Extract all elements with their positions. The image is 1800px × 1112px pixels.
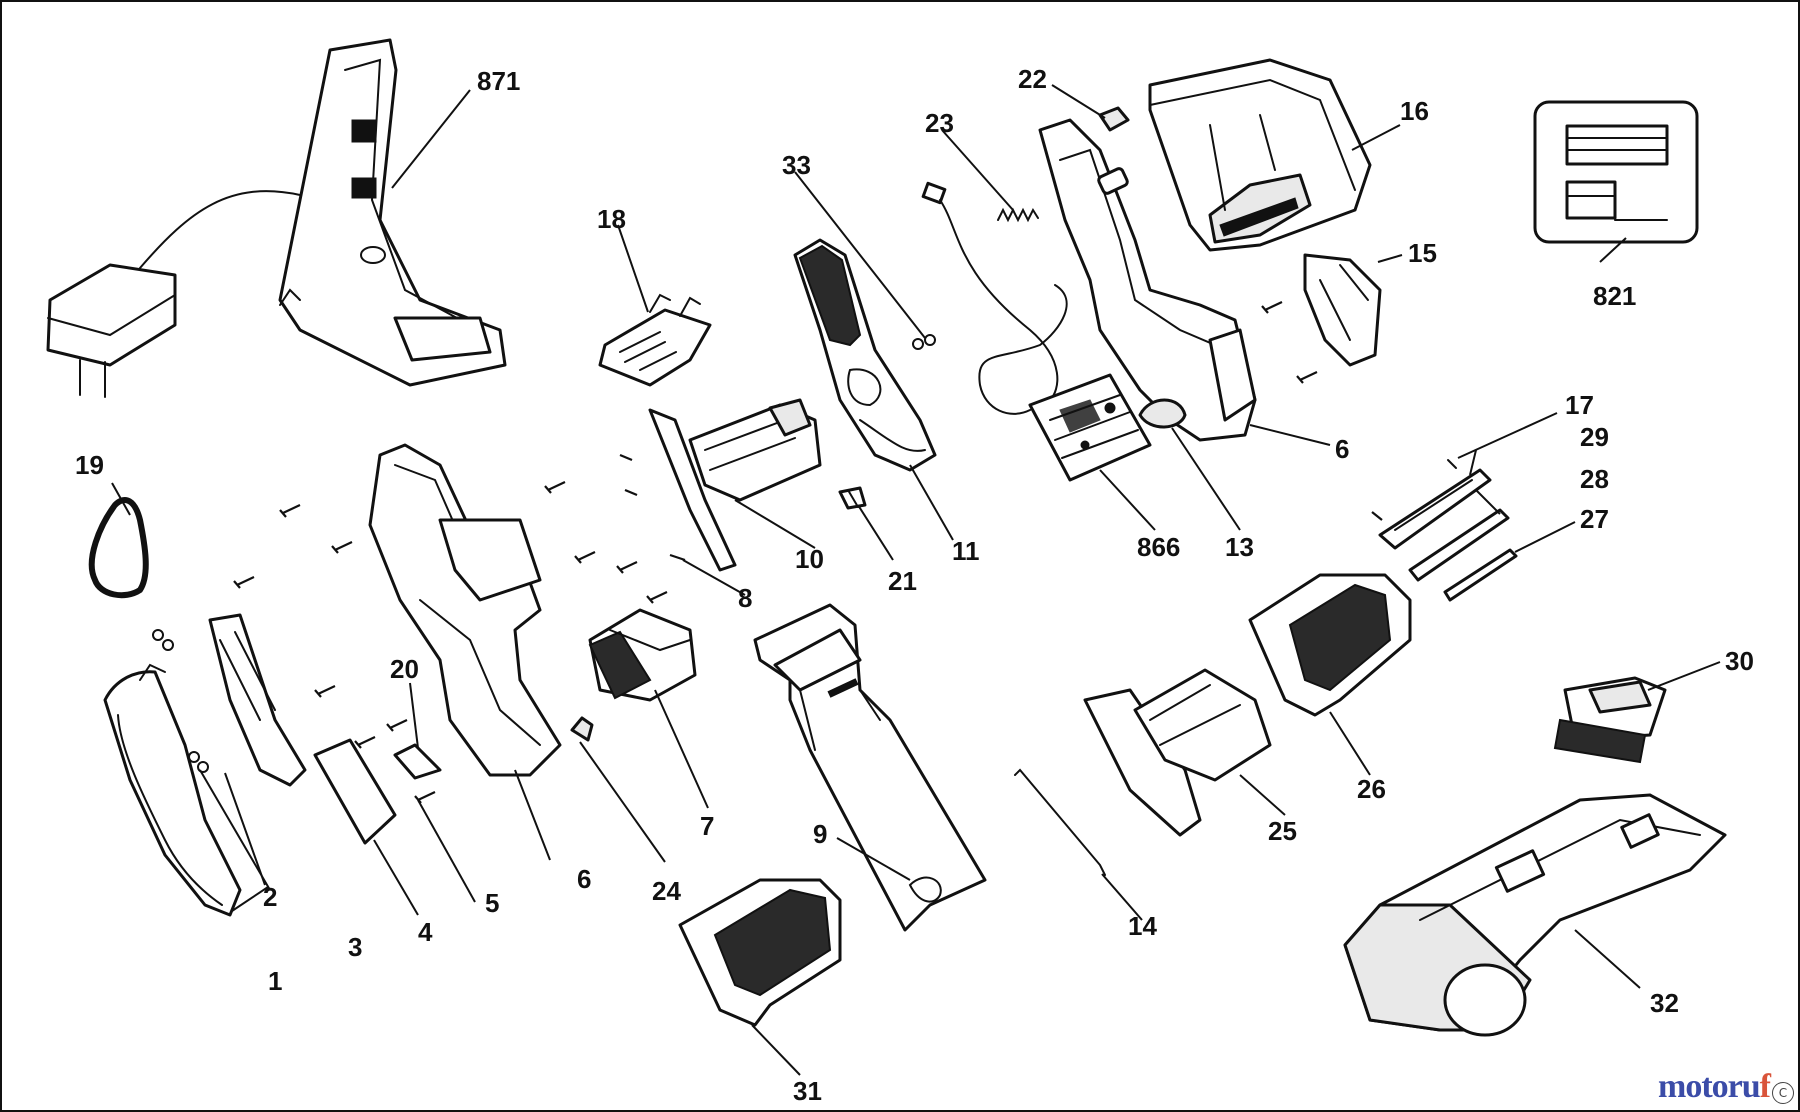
callout-11: 11 [952, 536, 980, 566]
part-spring-23[interactable] [997, 207, 1039, 223]
part-charging-stand-871[interactable] [278, 38, 507, 387]
callout-20: 20 [390, 654, 419, 684]
callout-15: 15 [1408, 238, 1437, 268]
callout-25: 25 [1268, 816, 1297, 846]
callout-866: 866 [1137, 532, 1180, 562]
callout-2: 2 [263, 882, 277, 912]
part-ring-19[interactable] [88, 497, 149, 599]
callout-22: 22 [1018, 64, 1047, 94]
callout-3: 3 [348, 932, 362, 962]
callout-18: 18 [597, 204, 626, 234]
callout-14: 14 [1128, 911, 1157, 941]
part-screws[interactable] [233, 301, 1318, 804]
callout-labels: 871 18 33 23 22 16 821 15 19 17 29 28 27… [75, 64, 1754, 1106]
part-motor-bracket-10[interactable] [648, 398, 822, 572]
part-battery-4[interactable] [313, 738, 397, 845]
part-floor-head-32[interactable] [1343, 793, 1727, 1037]
callout-6-upper: 6 [1335, 434, 1349, 464]
part-charger-adapter[interactable] [46, 190, 301, 398]
part-strip-28[interactable] [1408, 508, 1510, 582]
part-button-13[interactable] [1138, 398, 1187, 429]
callout-17: 17 [1565, 390, 1594, 420]
part-housing-6-lower[interactable] [368, 443, 562, 777]
part-clip-20[interactable] [393, 743, 442, 780]
part-frame-29[interactable] [1378, 468, 1492, 550]
part-plate-3[interactable] [208, 613, 307, 787]
callout-30: 30 [1725, 646, 1754, 676]
callout-10: 10 [795, 544, 824, 574]
callout-9: 9 [813, 819, 827, 849]
part-filter-frame-25[interactable] [1083, 668, 1272, 837]
callout-28: 28 [1580, 464, 1609, 494]
callout-21: 21 [888, 566, 917, 596]
callout-13: 13 [1225, 532, 1254, 562]
part-shell-1[interactable] [103, 663, 242, 917]
part-cover-15[interactable] [1303, 253, 1382, 367]
leader-lines [111, 84, 1721, 1076]
watermark-logo: motoruf [1658, 1068, 1771, 1106]
callout-4: 4 [418, 917, 433, 947]
callout-1: 1 [268, 966, 282, 996]
callout-5: 5 [485, 888, 499, 918]
watermark-text-2: f [1759, 1068, 1771, 1105]
part-label-821[interactable] [1533, 100, 1699, 244]
part-handle-11[interactable] [793, 238, 937, 472]
callout-821: 821 [1593, 281, 1636, 311]
callout-23: 23 [925, 108, 954, 138]
callout-6-lower: 6 [577, 864, 591, 894]
callout-19: 19 [75, 450, 104, 480]
callout-16: 16 [1400, 96, 1429, 126]
part-tube-9[interactable] [753, 603, 987, 932]
part-circuit-board-866[interactable] [1028, 373, 1152, 482]
copyright-icon: C [1772, 1082, 1794, 1104]
part-spring-2[interactable] [152, 629, 209, 773]
callout-33: 33 [782, 150, 811, 180]
part-screw-21[interactable] [838, 486, 867, 510]
part-pin-17[interactable] [1447, 459, 1457, 469]
watermark-text-1: motoru [1658, 1068, 1761, 1105]
callout-8: 8 [738, 583, 752, 613]
part-latch-18[interactable] [598, 293, 712, 387]
part-cap-24[interactable] [570, 716, 594, 742]
part-filter-31[interactable] [678, 878, 842, 1027]
callout-27: 27 [1580, 504, 1609, 534]
callout-7: 7 [700, 811, 714, 841]
part-brush-30[interactable] [1553, 676, 1667, 764]
part-motor-7[interactable] [588, 608, 697, 702]
part-wiring[interactable] [921, 181, 1068, 415]
part-clip-22[interactable] [1098, 106, 1130, 132]
callout-26: 26 [1357, 774, 1386, 804]
callout-871: 871 [477, 66, 520, 96]
callout-24: 24 [652, 876, 681, 906]
part-spring-wire-14[interactable] [1014, 768, 1106, 876]
callout-32: 32 [1650, 988, 1679, 1018]
part-filter-26[interactable] [1248, 573, 1412, 717]
callout-31: 31 [793, 1076, 822, 1106]
part-spring-33[interactable] [912, 334, 936, 350]
part-housing-6-upper[interactable] [1038, 118, 1257, 442]
part-dust-bin-16[interactable] [1148, 58, 1372, 252]
callout-29: 29 [1580, 422, 1609, 452]
part-screw-29[interactable] [1371, 511, 1383, 521]
part-strip-27[interactable] [1443, 548, 1518, 602]
